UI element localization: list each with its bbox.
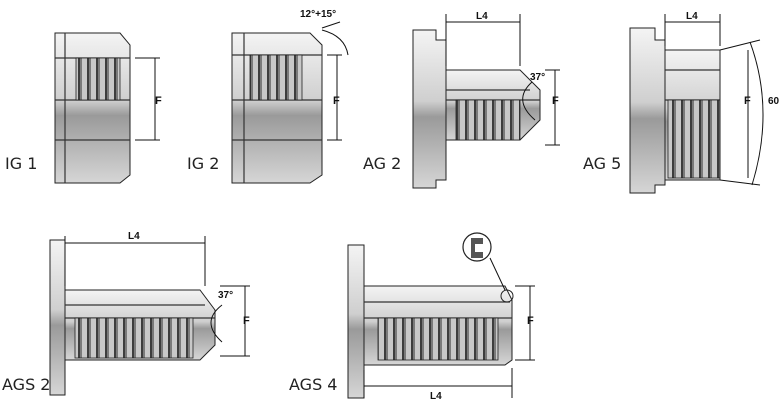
dim-f-label: F bbox=[744, 95, 751, 107]
fitting-label-ags2: AGS 2 bbox=[2, 375, 50, 394]
fitting-ags2: L4 37° F AGS 2 bbox=[2, 231, 250, 396]
dim-f-label: F bbox=[552, 95, 559, 107]
fitting-ag2: L4 37° F AG 2 bbox=[363, 11, 560, 189]
dim-f-label: F bbox=[243, 315, 250, 327]
fitting-ig2: F 12°+15° IG 2 bbox=[187, 9, 349, 184]
dim-angle-label: 37° bbox=[530, 72, 545, 83]
dim-angle-label: 60 bbox=[768, 96, 779, 107]
dim-l4-label: L4 bbox=[128, 231, 140, 242]
dim-angle-label: 12°+15° bbox=[300, 9, 336, 20]
fitting-label-ig1: IG 1 bbox=[5, 154, 37, 173]
fitting-label-ag5: AG 5 bbox=[583, 154, 621, 173]
dim-f-label: F bbox=[333, 95, 340, 107]
dim-l4-label: L4 bbox=[430, 391, 442, 401]
fitting-ig1: F IG 1 bbox=[5, 32, 162, 184]
fitting-ags4: F L4 AGS 4 bbox=[289, 232, 535, 401]
fitting-label-ags4: AGS 4 bbox=[289, 375, 337, 394]
fitting-label-ag2: AG 2 bbox=[363, 154, 401, 173]
detail-magnifier-icon bbox=[462, 232, 492, 262]
dim-l4-label: L4 bbox=[686, 11, 698, 22]
fitting-label-ig2: IG 2 bbox=[187, 154, 219, 173]
dim-f-label: F bbox=[527, 315, 534, 327]
dim-f-label: F bbox=[155, 95, 162, 107]
fitting-ag5: L4 F 60 AG 5 bbox=[583, 11, 779, 194]
dim-angle-label: 37° bbox=[218, 290, 233, 301]
dim-l4-label: L4 bbox=[476, 11, 488, 22]
